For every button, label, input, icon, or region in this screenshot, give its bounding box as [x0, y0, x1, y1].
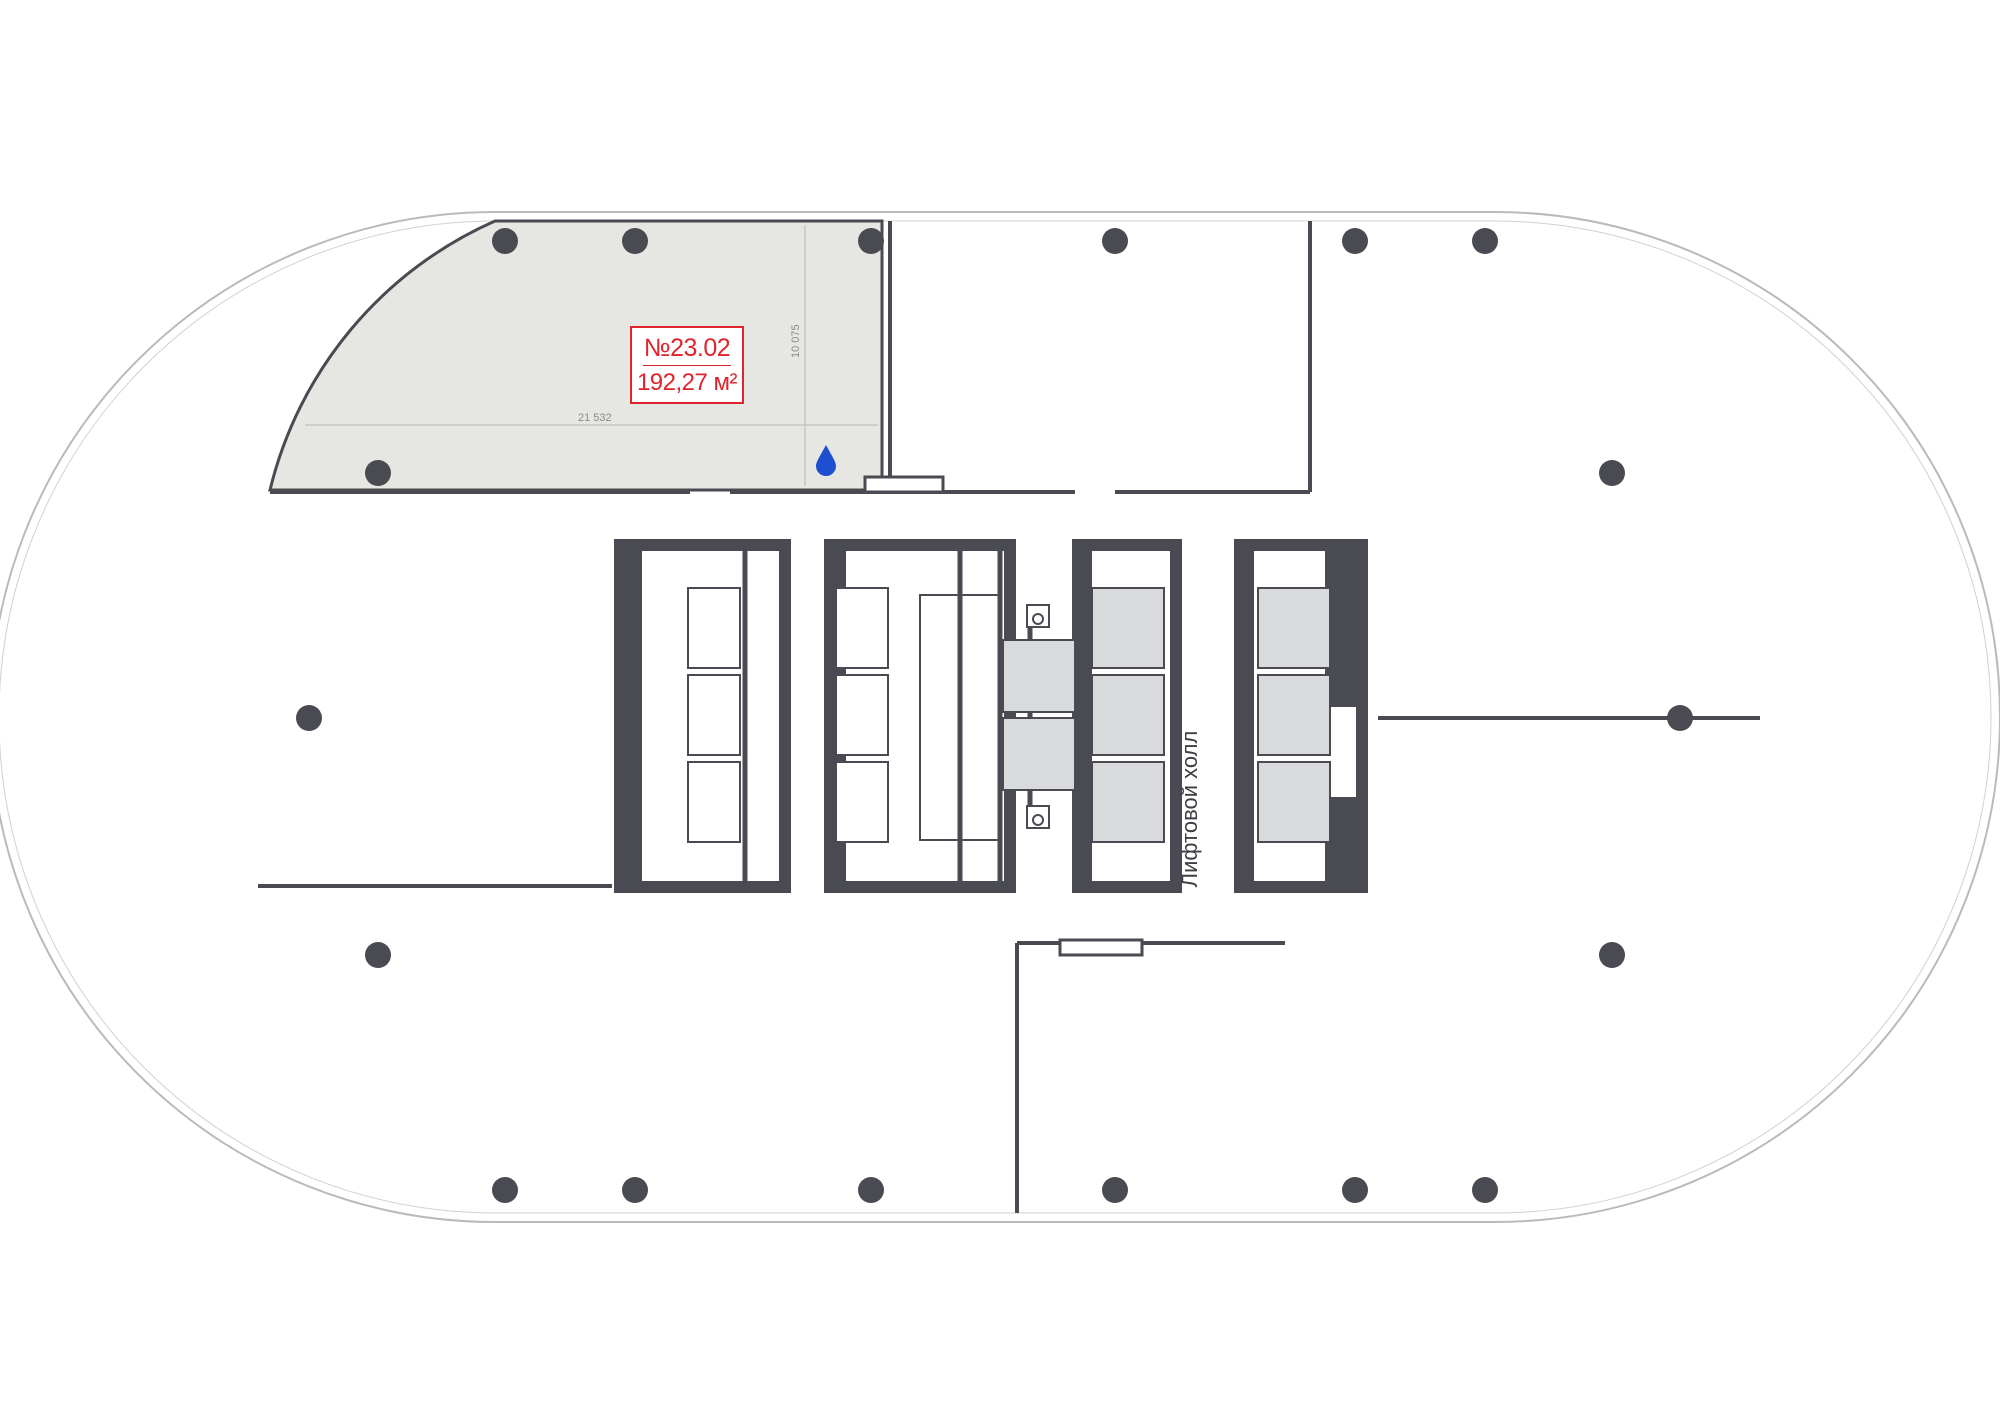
dimension-width: 21 532 [578, 412, 612, 424]
facade-inner [0, 220, 1992, 1214]
partition-walls [258, 221, 1760, 1213]
wheelchair-icon [1026, 604, 1050, 628]
water-drop-icon [816, 445, 836, 476]
unit-label-divider [643, 365, 731, 366]
stair [919, 594, 1001, 841]
elevators [687, 587, 1331, 843]
unit-label[interactable]: №23.02 192,27 м² [630, 326, 744, 404]
elevator-hall-label: Лифтовой холл [1177, 730, 1202, 888]
unit-number: №23.02 [643, 334, 731, 362]
dimension-depth: 10 075 [790, 324, 802, 358]
facade-outline [0, 211, 2000, 1223]
shaft-stub-lower [1058, 938, 1144, 957]
unit-23-02-area[interactable] [268, 219, 884, 492]
unit-area: 192,27 м² [636, 369, 738, 396]
wheelchair-icon [1026, 805, 1050, 829]
shaft-stub [863, 475, 945, 494]
columns [296, 228, 1693, 1203]
